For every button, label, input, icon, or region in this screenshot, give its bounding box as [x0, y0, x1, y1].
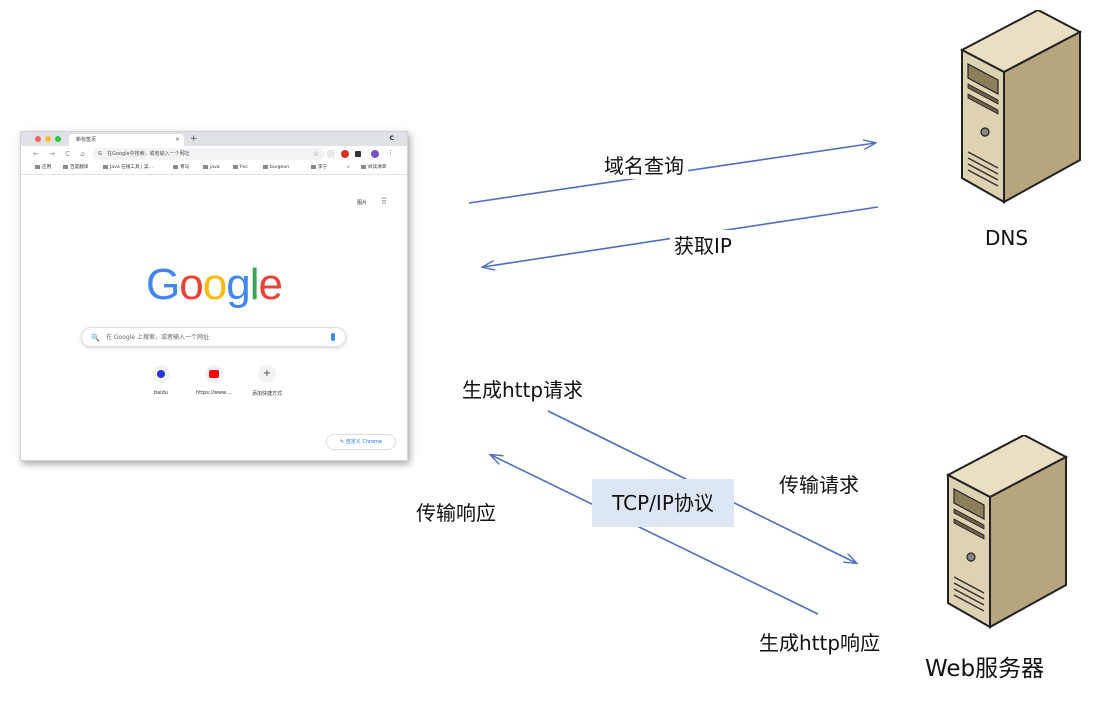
youtube-icon — [209, 370, 219, 378]
folder-icon — [63, 164, 68, 169]
bookmark-item[interactable]: Java 在线工具 | 菜... — [103, 162, 153, 174]
folder-icon — [203, 164, 208, 169]
bookmark-label: 青马 — [180, 165, 190, 170]
folder-icon — [103, 164, 108, 169]
tab-bar: 新标签页 × + C — [21, 132, 407, 146]
baidu-paw-icon — [157, 370, 165, 378]
google-logo: Google — [21, 260, 407, 310]
generate-response-label: 生成http响应 — [755, 627, 885, 656]
browser-window: 新标签页 × + C ← → C ⌂ G 在Google中搜索，或者输入一个网址… — [20, 131, 408, 461]
menu-kebab-icon[interactable]: ⋮ — [387, 149, 394, 157]
profile-avatar[interactable] — [371, 150, 379, 158]
logo-letter: o — [202, 260, 228, 309]
maximize-dot-icon[interactable] — [55, 136, 61, 142]
web-server-label: Web服务器 — [925, 649, 1045, 683]
bookmark-label: 阅读清单 — [368, 165, 387, 170]
logo-letter: g — [226, 260, 251, 309]
shortcut-label: https://www.... — [195, 390, 233, 396]
navigation-icons[interactable]: ← → C ⌂ — [33, 150, 89, 158]
folder-icon — [263, 164, 268, 169]
search-placeholder: 在 Google 上搜索，或者输入一个网址 — [106, 334, 209, 341]
apps-grid-icon[interactable]: ⠿ — [381, 197, 387, 206]
dns-server-icon — [959, 10, 1083, 204]
shortcut-baidu[interactable]: baidu — [131, 365, 191, 396]
tab-new-tab[interactable]: 新标签页 × — [69, 134, 184, 146]
address-bar-placeholder: 在Google中搜索，或者输入一个网址 — [107, 151, 190, 157]
new-tab-button[interactable]: + — [190, 134, 198, 144]
web-server-icon — [945, 435, 1069, 629]
bookmark-label: Java 在线工具 | 菜... — [110, 165, 153, 170]
bookmark-item[interactable]: 李宁 — [311, 162, 327, 174]
images-link[interactable]: 图片 — [357, 200, 368, 206]
microphone-icon[interactable] — [331, 333, 335, 341]
folder-icon — [173, 164, 178, 169]
search-icon: 🔍 — [91, 334, 100, 342]
customize-chrome-button[interactable]: ✎ 自定义 Chrome — [326, 434, 396, 450]
search-input[interactable]: 🔍 在 Google 上搜索，或者输入一个网址 — [81, 327, 346, 347]
bookmark-label: burgeon — [270, 165, 290, 170]
plus-icon: + — [262, 368, 272, 379]
domain-query-label: 域名查询 — [600, 150, 688, 179]
bookmark-item[interactable]: Fes — [233, 162, 248, 174]
adblock-extension-icon[interactable] — [341, 150, 349, 158]
bookmark-star-icon[interactable]: ☆ — [312, 150, 319, 158]
folder-icon — [361, 164, 366, 169]
tab-title: 新标签页 — [76, 137, 97, 143]
extension-icon[interactable] — [327, 150, 335, 158]
folder-icon — [233, 164, 238, 169]
bookmark-label: 李宁 — [318, 165, 328, 170]
bookmark-item[interactable]: 应用 — [35, 162, 51, 174]
shortcut-youtube[interactable]: https://www.... — [184, 365, 244, 396]
response-arrow — [491, 455, 819, 615]
bookmark-label: 应用 — [42, 165, 52, 170]
tab-close-icon[interactable]: × — [174, 136, 180, 143]
transmit-response-label: 传输响应 — [416, 497, 496, 526]
logo-letter: l — [249, 260, 260, 309]
tab-search-icon[interactable]: C — [389, 135, 394, 142]
transmit-request-label: 传输请求 — [779, 469, 859, 498]
dns-label: DNS — [985, 226, 1029, 250]
bookmark-item[interactable]: » — [347, 162, 350, 174]
bookmark-item[interactable]: 百度翻译 — [63, 162, 88, 174]
puzzle-extension-icon[interactable] — [355, 151, 361, 157]
shortcut-label: 添加快捷方式 — [251, 391, 282, 397]
bookmarks-bar: 应用 百度翻译 Java 在线工具 | 菜... 青马 java Fes burgeon 李宁… — [21, 162, 407, 175]
minimize-dot-icon[interactable] — [45, 136, 51, 142]
logo-letter: e — [258, 260, 283, 309]
toolbar: ← → C ⌂ G 在Google中搜索，或者输入一个网址 ☆ ⋮ — [21, 146, 407, 162]
close-dot-icon[interactable] — [35, 136, 41, 142]
bookmark-item[interactable]: 阅读清单 — [361, 162, 386, 174]
bookmark-label: 百度翻译 — [70, 165, 89, 170]
google-g-icon: G — [98, 151, 103, 157]
bookmark-label: java — [210, 165, 220, 170]
bookmark-item[interactable]: java — [203, 162, 220, 174]
tcp-ip-protocol-box: TCP/IP协议 — [592, 479, 734, 527]
bookmark-item[interactable]: 青马 — [173, 162, 189, 174]
folder-icon — [311, 164, 316, 169]
bookmark-label: Fes — [240, 165, 248, 170]
shortcut-add[interactable]: + 添加快捷方式 — [237, 365, 297, 397]
get-ip-label: 获取IP — [670, 230, 736, 259]
bookmark-label: » — [347, 165, 350, 170]
generate-request-label: 生成http请求 — [462, 374, 584, 403]
folder-icon — [35, 164, 40, 169]
bookmark-item[interactable]: burgeon — [263, 162, 289, 174]
logo-letter: o — [179, 260, 204, 309]
logo-letter: G — [146, 260, 180, 309]
address-bar[interactable]: G 在Google中搜索，或者输入一个网址 ☆ — [93, 148, 325, 160]
shortcut-label: baidu — [154, 390, 168, 396]
